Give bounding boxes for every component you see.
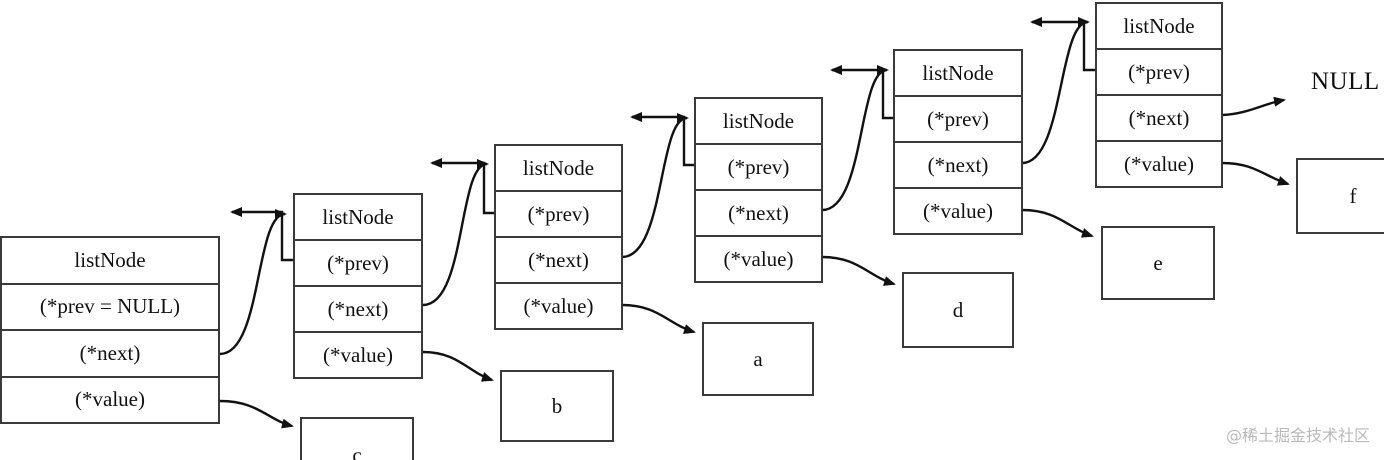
- prev-link-5: [830, 65, 893, 120]
- node-field-value: (*value): [295, 333, 421, 377]
- node-field-next: (*next): [696, 191, 821, 237]
- node-field-prev: (*prev = NULL): [2, 284, 218, 331]
- watermark: @稀土掘金技术社区: [1225, 426, 1370, 445]
- node-field-prev: (*prev): [295, 241, 421, 287]
- node-field-value: (*value): [1097, 142, 1221, 186]
- value-link-b: [422, 350, 494, 382]
- node-field-value: (*value): [496, 284, 621, 328]
- null-terminator-label: NULL: [1311, 68, 1380, 95]
- value-box-c[interactable]: c: [300, 417, 414, 460]
- value-link-f: [1221, 161, 1290, 186]
- list-node-5[interactable]: listNode (*prev) (*next) (*value): [893, 49, 1023, 235]
- list-node-2[interactable]: listNode (*prev) (*next) (*value): [293, 193, 423, 379]
- node-field-value: (*value): [895, 189, 1021, 233]
- node-field-prev: (*prev): [496, 192, 621, 238]
- list-node-4[interactable]: listNode (*prev) (*next) (*value): [694, 97, 823, 283]
- list-node-6[interactable]: listNode (*prev) (*next) (*value): [1095, 2, 1223, 188]
- node-field-prev: (*prev): [1097, 50, 1221, 96]
- value-box-b[interactable]: b: [500, 370, 614, 442]
- node-field-value: (*value): [2, 377, 218, 422]
- prev-link-2: [230, 207, 293, 262]
- next-link-1: [219, 209, 287, 356]
- value-box-f[interactable]: f: [1296, 158, 1384, 234]
- node-field-next: (*next): [496, 238, 621, 284]
- prev-link-6: [1030, 17, 1095, 72]
- value-box-e[interactable]: e: [1101, 226, 1215, 300]
- value-link-d: [821, 255, 896, 286]
- node-title: listNode: [295, 195, 421, 241]
- node-field-next: (*next): [1097, 96, 1221, 142]
- next-link-2: [422, 159, 489, 307]
- next-link-3: [621, 113, 689, 259]
- node-field-value: (*value): [696, 237, 821, 281]
- node-field-next: (*next): [895, 143, 1021, 189]
- node-title: listNode: [696, 99, 821, 145]
- prev-link-3: [430, 158, 494, 215]
- list-node-1[interactable]: listNode (*prev = NULL) (*next) (*value): [0, 236, 220, 424]
- prev-link-4: [630, 112, 694, 167]
- node-title: listNode: [2, 238, 218, 285]
- node-field-next: (*next): [295, 287, 421, 333]
- next-link-null: [1221, 96, 1286, 117]
- next-link-4: [821, 65, 889, 212]
- value-link-a: [621, 303, 696, 334]
- value-link-c: [219, 399, 294, 429]
- node-title: listNode: [895, 51, 1021, 97]
- value-box-a[interactable]: a: [702, 322, 814, 396]
- node-title: listNode: [1097, 4, 1221, 50]
- value-box-d[interactable]: d: [902, 272, 1014, 348]
- node-field-prev: (*prev): [895, 97, 1021, 143]
- next-link-5: [1021, 17, 1090, 165]
- node-field-prev: (*prev): [696, 145, 821, 191]
- node-title: listNode: [496, 146, 621, 192]
- list-node-3[interactable]: listNode (*prev) (*next) (*value): [494, 144, 623, 330]
- node-field-next: (*next): [2, 331, 218, 378]
- value-link-e: [1021, 208, 1094, 238]
